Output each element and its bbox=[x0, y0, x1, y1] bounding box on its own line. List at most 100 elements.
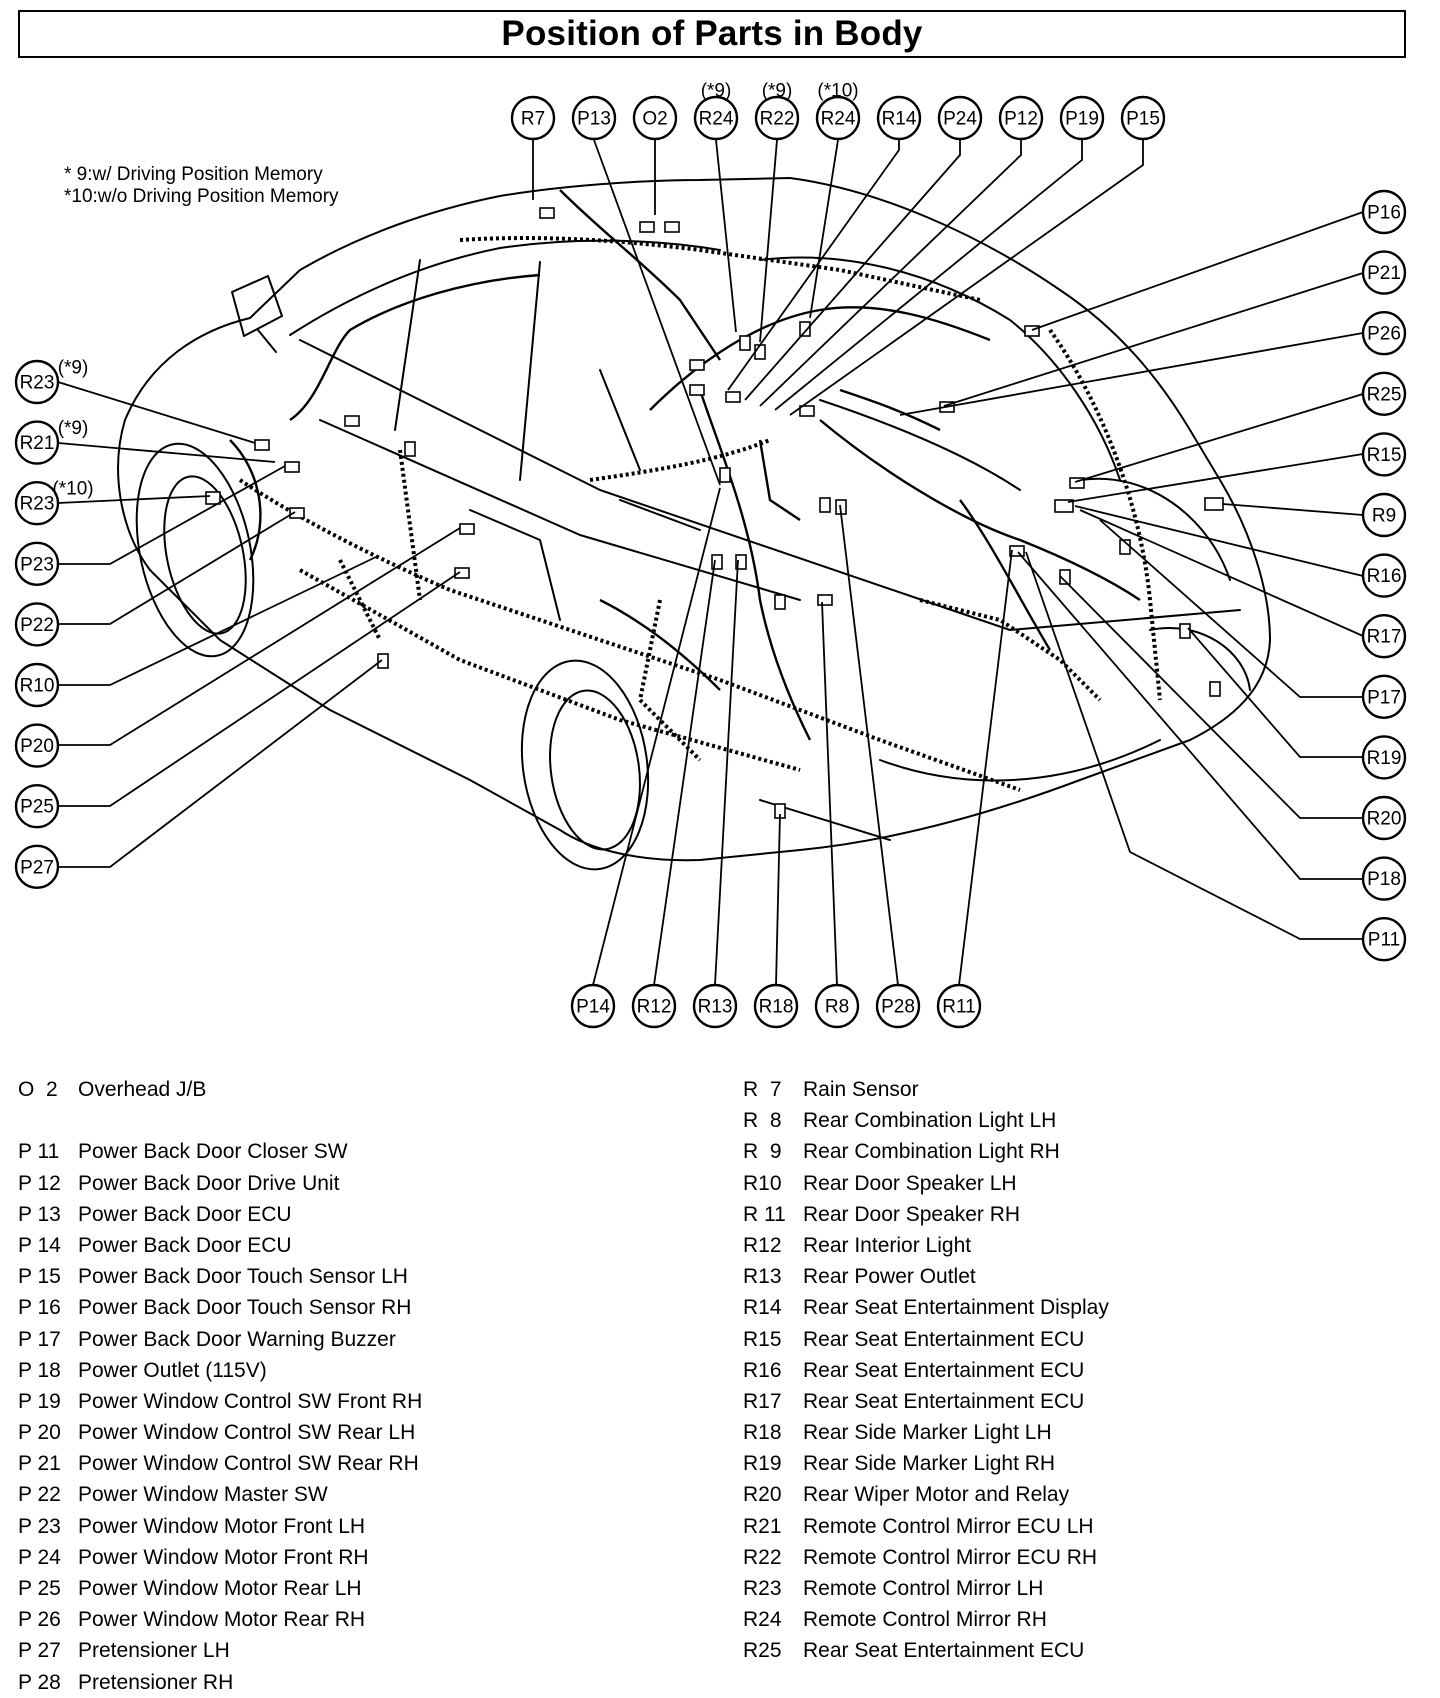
callout-code: R10 bbox=[20, 676, 55, 697]
callout-circle bbox=[1120, 95, 1166, 141]
footnote-10: *10:w/o Driving Position Memory bbox=[64, 186, 339, 207]
callout-code: P25 bbox=[20, 797, 54, 818]
callout-r20: R20 bbox=[1361, 795, 1407, 841]
legend-code: R 9 bbox=[743, 1140, 782, 1164]
body-parts-diagram: R7P13O2R24(*9)R22(*9)R24(*10)R14P24P12P1… bbox=[14, 81, 1407, 1029]
legend-label: Pretensioner RH bbox=[78, 1670, 234, 1694]
callout-r7: R7 bbox=[510, 95, 556, 141]
callout-note: (*9) bbox=[762, 81, 793, 102]
legend-label: Power Window Motor Rear RH bbox=[78, 1608, 366, 1632]
callout-circle bbox=[1361, 311, 1407, 356]
callout-r23: R23(*9) bbox=[14, 358, 88, 405]
legend-code: R16 bbox=[743, 1358, 782, 1382]
legend-code: R24 bbox=[743, 1608, 782, 1632]
legend-code: O 2 bbox=[18, 1078, 58, 1101]
callout-code: R24 bbox=[821, 109, 856, 130]
callout-code: P15 bbox=[1126, 109, 1160, 130]
legend-code: R 8 bbox=[743, 1109, 782, 1133]
callout-circle bbox=[510, 95, 556, 141]
legend-label: Remote Control Mirror RH bbox=[803, 1608, 1047, 1632]
callout-circle bbox=[1361, 553, 1407, 598]
legend-code: R20 bbox=[743, 1483, 782, 1507]
callout-code: P22 bbox=[20, 615, 54, 636]
legend-code: P 21 bbox=[18, 1452, 61, 1476]
callout-circle bbox=[1361, 189, 1407, 235]
legend-code: P 11 bbox=[18, 1140, 60, 1164]
legend-label: Pretensioner LH bbox=[78, 1639, 230, 1663]
callout-code: R25 bbox=[1367, 384, 1402, 405]
callout-circle bbox=[14, 723, 60, 768]
callout-circle bbox=[1361, 492, 1407, 538]
callout-code: P11 bbox=[1368, 930, 1400, 951]
wire-harness bbox=[229, 189, 1162, 792]
callout-code: O2 bbox=[642, 109, 667, 130]
legend-code: P 12 bbox=[18, 1171, 61, 1195]
callout-code: R23 bbox=[20, 373, 55, 394]
legend-label: Power Window Motor Front RH bbox=[78, 1545, 369, 1569]
callout-code: P26 bbox=[1367, 324, 1401, 345]
legend-code: R 7 bbox=[743, 1078, 782, 1101]
callout-circle bbox=[815, 95, 861, 141]
legend-code: P 27 bbox=[18, 1639, 61, 1663]
legend-label: Power Window Master SW bbox=[78, 1483, 328, 1507]
legend-code: P 14 bbox=[18, 1233, 61, 1257]
callout-code: R22 bbox=[760, 109, 795, 130]
callout-code: P24 bbox=[943, 109, 977, 130]
callout-r13: R13 bbox=[692, 983, 738, 1029]
callout-r15: R15 bbox=[1361, 432, 1407, 477]
legend-label: Rear Seat Entertainment ECU bbox=[803, 1327, 1085, 1351]
callout-code: P14 bbox=[576, 997, 610, 1018]
callout-r19: R19 bbox=[1361, 735, 1407, 780]
callout-circle bbox=[632, 95, 678, 141]
callout-circle bbox=[1361, 856, 1407, 901]
callout-p18: P18 bbox=[1361, 856, 1407, 901]
callout-code: R8 bbox=[825, 997, 849, 1018]
legend-label: Remote Control Mirror LH bbox=[803, 1577, 1044, 1600]
callout-code: P21 bbox=[1367, 263, 1401, 284]
legend-label: Power Back Door Closer SW bbox=[78, 1140, 348, 1164]
callout-code: R21 bbox=[20, 433, 55, 454]
callout-p26: P26 bbox=[1361, 311, 1407, 356]
callout-code: R14 bbox=[882, 109, 917, 130]
legend-label: Power Window Motor Rear LH bbox=[78, 1577, 362, 1600]
callout-r8: R8 bbox=[814, 983, 860, 1029]
callout-circle bbox=[1361, 674, 1407, 719]
legend-label: Rear Door Speaker RH bbox=[803, 1202, 1021, 1226]
callout-circle bbox=[754, 95, 800, 141]
callout-circle bbox=[998, 95, 1044, 141]
legend-item: P 11 Power Back Door Closer SW bbox=[18, 1136, 422, 1167]
callout-code: P17 bbox=[1367, 687, 1401, 708]
callout-circle bbox=[1361, 371, 1407, 416]
callout-code: R23 bbox=[20, 494, 55, 515]
callout-circle bbox=[14, 359, 60, 405]
callout-p22: P22 bbox=[14, 602, 60, 647]
legend-code bbox=[18, 1105, 78, 1136]
legend-code: R19 bbox=[743, 1452, 782, 1476]
callout-r23: R23(*10) bbox=[14, 479, 94, 526]
legend-code: P 19 bbox=[18, 1389, 61, 1413]
legend-label: Power Back Door ECU bbox=[78, 1202, 292, 1226]
callout-circle bbox=[937, 95, 983, 141]
legend-code: P 18 bbox=[18, 1358, 61, 1382]
callout-p15: P15 bbox=[1120, 95, 1166, 141]
callout-circle bbox=[1059, 95, 1105, 141]
callout-code: R16 bbox=[1367, 566, 1402, 587]
legend-code: R14 bbox=[743, 1296, 782, 1320]
callout-circle bbox=[14, 602, 60, 647]
